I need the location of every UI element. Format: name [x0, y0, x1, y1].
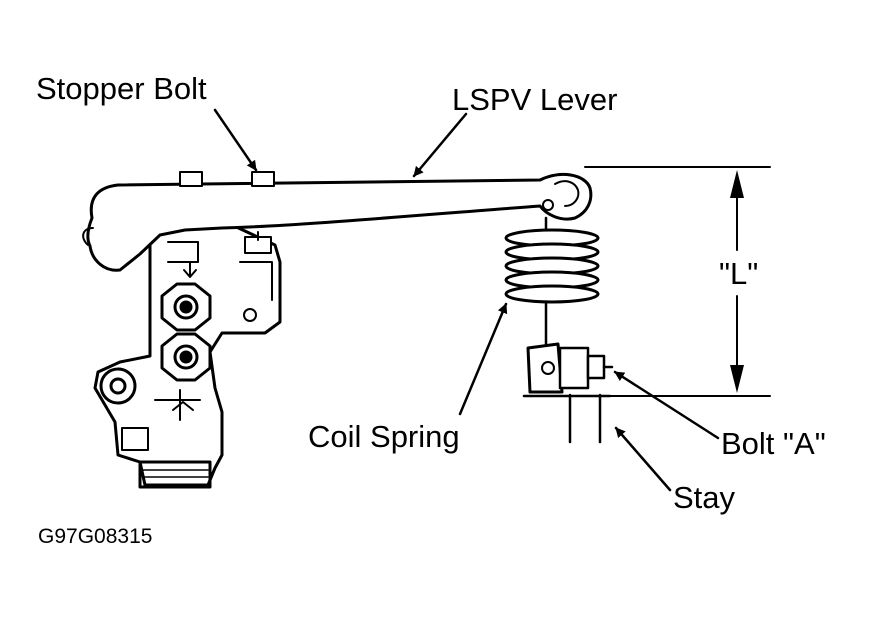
lspv-lever-part: [82, 171, 593, 272]
stay-bracket-part: [522, 342, 614, 444]
figure-id-label: G97G08315: [38, 525, 153, 548]
arrow-coil-spring: [458, 302, 508, 416]
dimension-l-lines: [584, 166, 771, 397]
arrow-stopper-bolt: [213, 108, 258, 172]
fitting-nuts: [160, 282, 212, 382]
lspv-valve-body: [93, 223, 282, 489]
stay-label: Stay: [673, 480, 736, 515]
bolt-a-label: Bolt "A": [721, 426, 826, 461]
stopper-bolt-label: Stopper Bolt: [36, 71, 207, 106]
coil-spring-label: Coil Spring: [308, 419, 460, 454]
coil-spring-part: [504, 216, 600, 347]
stopper-bolt-part: [244, 231, 272, 254]
leader-arrows: [213, 108, 720, 492]
dimension-l-label: "L": [719, 256, 759, 291]
arrow-bolt-a: [613, 370, 720, 440]
lspv-lever-label: LSPV Lever: [452, 82, 618, 117]
arrow-stay: [614, 426, 672, 492]
arrow-lspv-lever: [412, 112, 468, 178]
